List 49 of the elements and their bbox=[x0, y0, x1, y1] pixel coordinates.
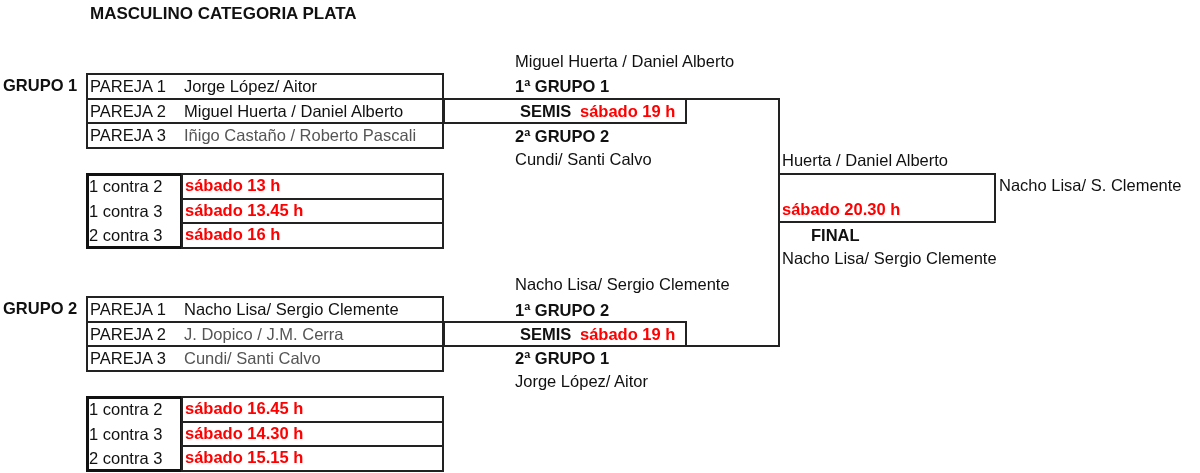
pair-label: PAREJA 2 bbox=[90, 324, 166, 344]
time-cell: sábado 14.30 h bbox=[181, 421, 444, 447]
round-label: SEMIS bbox=[520, 324, 572, 344]
team-name: Nacho Lisa/ Sergio Clemente bbox=[515, 274, 730, 294]
team-name: Jorge López/ Aitor bbox=[184, 76, 317, 96]
team-name: Nacho Lisa/ S. Clemente bbox=[999, 176, 1182, 195]
seed-label: 1ª GRUPO 2 bbox=[515, 300, 610, 320]
time-cell: sábado 16.45 h bbox=[181, 396, 444, 423]
round-label: FINAL bbox=[811, 225, 860, 245]
match-time: sábado 19 h bbox=[580, 101, 676, 121]
team-name: Cundi/ Santi Calvo bbox=[515, 149, 652, 169]
team-name: Cundi/ Santi Calvo bbox=[184, 348, 321, 368]
match-label: 2 contra 3 bbox=[89, 448, 163, 468]
group-heading: GRUPO 2 bbox=[3, 299, 78, 318]
pair-label: PAREJA 2 bbox=[90, 101, 166, 121]
seed-label: 1ª GRUPO 1 bbox=[515, 77, 610, 96]
pair-label: PAREJA 1 bbox=[90, 299, 166, 319]
match-label: 1 contra 2 bbox=[89, 176, 163, 196]
match-label: 1 contra 3 bbox=[89, 424, 163, 444]
team-name: Miguel Huerta / Daniel Alberto bbox=[515, 52, 735, 71]
team-name: Nacho Lisa/ Sergio Clemente bbox=[782, 248, 997, 268]
match-box bbox=[443, 98, 687, 124]
time-cell: sábado 13 h bbox=[181, 173, 444, 200]
match-time: sábado 19 h bbox=[580, 324, 676, 344]
bracket-line bbox=[686, 222, 780, 347]
pair-label: PAREJA 3 bbox=[90, 348, 166, 368]
time-cell: sábado 13.45 h bbox=[181, 198, 444, 224]
match-box bbox=[443, 321, 687, 347]
page-title: MASCULINO CATEGORIA PLATA bbox=[90, 4, 357, 23]
time-cell: sábado 15.15 h bbox=[181, 445, 444, 472]
match-time: sábado 20.30 h bbox=[782, 200, 901, 219]
time-cell: sábado 16 h bbox=[181, 222, 444, 249]
pair-label: PAREJA 1 bbox=[90, 76, 166, 96]
team-name: Iñigo Castaño / Roberto Pascali bbox=[184, 125, 417, 145]
team-name: Jorge López/ Aitor bbox=[515, 372, 648, 391]
seed-label: 2ª GRUPO 2 bbox=[515, 126, 610, 146]
team-name: Miguel Huerta / Daniel Alberto bbox=[184, 101, 404, 121]
round-label: SEMIS bbox=[520, 101, 572, 121]
final-box bbox=[778, 173, 996, 223]
match-label: 1 contra 3 bbox=[89, 201, 163, 221]
team-name: J. Dopico / J.M. Cerra bbox=[184, 324, 344, 344]
match-label: 2 contra 3 bbox=[89, 225, 163, 245]
bracket-line bbox=[686, 98, 780, 174]
team-name: Nacho Lisa/ Sergio Clemente bbox=[184, 299, 399, 319]
match-label: 1 contra 2 bbox=[89, 399, 163, 419]
group-heading: GRUPO 1 bbox=[3, 76, 78, 95]
team-name: Huerta / Daniel Alberto bbox=[782, 150, 948, 170]
seed-label: 2ª GRUPO 1 bbox=[515, 348, 610, 368]
pair-label: PAREJA 3 bbox=[90, 125, 166, 145]
